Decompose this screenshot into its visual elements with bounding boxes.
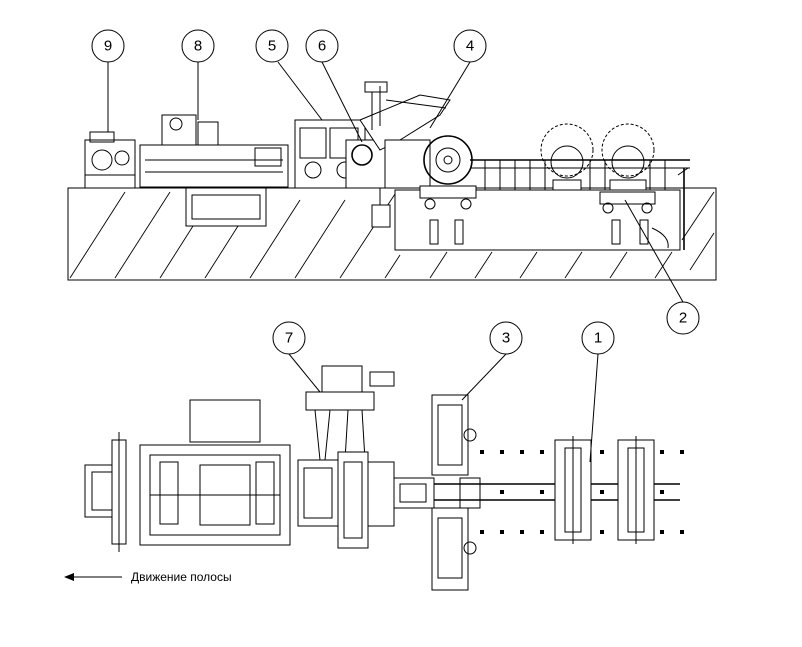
strip-direction-label: Движение полосы xyxy=(131,570,232,584)
callout-label: 7 xyxy=(285,330,293,347)
callout-8: 8 xyxy=(182,30,214,62)
callout-label: 2 xyxy=(679,310,687,327)
callout-label: 5 xyxy=(268,38,276,55)
callout-2: 2 xyxy=(667,302,699,334)
callout-label: 4 xyxy=(466,38,474,55)
callout-3: 3 xyxy=(490,322,522,354)
unit-1-plan xyxy=(555,436,654,544)
unit-8-plan xyxy=(140,400,290,545)
callout-7: 7 xyxy=(273,322,305,354)
unit-8-side xyxy=(140,115,288,226)
callout-label: 6 xyxy=(318,38,326,55)
callout-4: 4 xyxy=(454,30,486,62)
callout-label: 8 xyxy=(194,38,202,55)
callout-label: 9 xyxy=(104,38,112,55)
side-elevation-view xyxy=(68,82,716,280)
callout-9: 9 xyxy=(92,30,124,62)
callout-1: 1 xyxy=(582,322,614,354)
strip-direction-legend: Движение полосы xyxy=(64,570,232,584)
unit-9-plan xyxy=(85,432,126,552)
unit-7-plan xyxy=(298,366,394,548)
unit-3-plan xyxy=(432,395,476,590)
callout-label: 1 xyxy=(594,330,602,347)
callout-5: 5 xyxy=(256,30,288,62)
unit-9-side xyxy=(85,132,135,188)
callout-6: 6 xyxy=(306,30,338,62)
callout-label: 3 xyxy=(502,330,510,347)
arrow-left-icon xyxy=(64,573,122,581)
